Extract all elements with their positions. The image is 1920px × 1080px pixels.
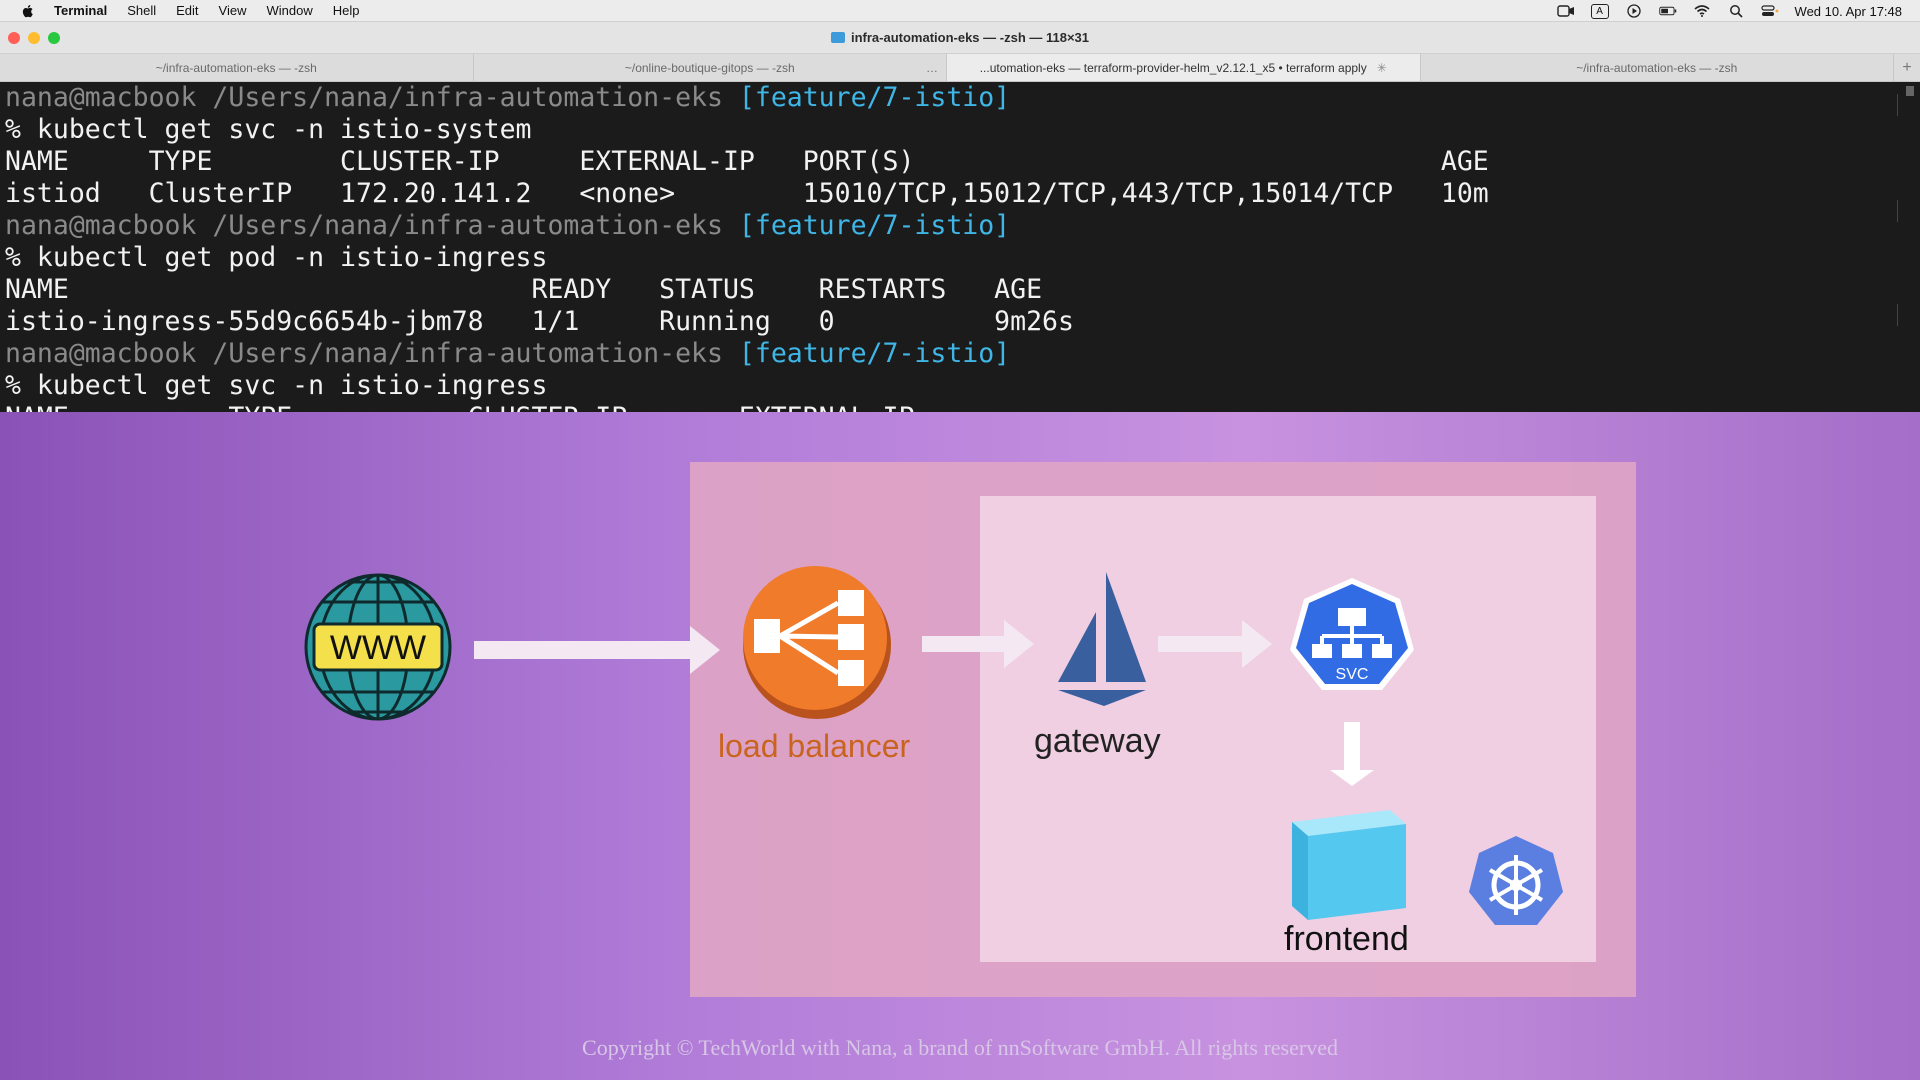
arrow-lb-to-gateway [922, 620, 1034, 668]
diagram-canvas: WWW [304, 566, 1563, 925]
service-icon [1290, 578, 1414, 690]
menu-shell[interactable]: Shell [127, 3, 157, 18]
terminal-output-line: NAME READY STATUS RESTARTS AGE [5, 274, 1043, 305]
gateway-sail-icon [1058, 572, 1146, 706]
window-titlebar: infra-automation-eks — -zsh — 118×31 [0, 22, 1920, 54]
menubar-status-area: A Wed 10. Apr 17:48 [1556, 0, 1902, 22]
minimize-window-button[interactable] [28, 32, 40, 44]
terminal-output-line: % kubectl get svc -n istio-system [5, 114, 532, 145]
tab-overflow-icon: … [926, 60, 938, 75]
zoom-window-button[interactable] [48, 32, 60, 44]
prompt-git-branch: [feature/7-istio] [738, 82, 1011, 113]
arrow-svc-to-frontend [1330, 722, 1374, 786]
input-source-indicator[interactable]: A [1590, 3, 1609, 19]
scroll-tick [1897, 200, 1898, 222]
terminal-prompt-line: nana@macbook /Users/nana/infra-automatio… [5, 82, 1489, 114]
tab-label: ~/infra-automation-eks — -zsh [1576, 60, 1738, 75]
terminal-output-line: istio-ingress-55d9c6654b-jbm78 1/1 Runni… [5, 306, 1074, 337]
search-icon[interactable] [1727, 4, 1745, 18]
scroll-tick [1897, 304, 1898, 326]
terminal-output-line: % kubectl get pod -n istio-ingress [5, 242, 548, 273]
tab-infra-automation-eks-2[interactable]: ~/infra-automation-eks — -zsh [1421, 54, 1894, 81]
terminal-tab-bar: ~/infra-automation-eks — -zsh ~/online-b… [0, 54, 1920, 82]
svc-label: SVC [1336, 666, 1369, 683]
menu-edit[interactable]: Edit [176, 3, 199, 18]
frontend-cube-icon [1292, 810, 1406, 920]
copyright-notice: Copyright © TechWorld with Nana, a brand… [582, 1035, 1338, 1060]
scroll-marker [1906, 86, 1914, 96]
prompt-user-path: nana@macbook /Users/nana/infra-automatio… [5, 82, 739, 113]
terminal-prompt-line: nana@macbook /Users/nana/infra-automatio… [5, 338, 1489, 370]
kubernetes-icon [1469, 836, 1563, 925]
tab-infra-automation-eks-1[interactable]: ~/infra-automation-eks — -zsh [0, 54, 474, 81]
gateway-label: gateway [1034, 722, 1161, 760]
prompt-user-path: nana@macbook /Users/nana/infra-automatio… [5, 338, 739, 369]
arrow-gateway-to-svc [1158, 620, 1272, 668]
menu-view[interactable]: View [218, 3, 247, 18]
load-balancer-icon [743, 566, 891, 719]
window-controls [8, 32, 60, 44]
tab-label: ...utomation-eks — terraform-provider-he… [979, 60, 1367, 75]
menubar-clock[interactable]: Wed 10. Apr 17:48 [1794, 3, 1902, 19]
tab-label: ~/infra-automation-eks — -zsh [155, 60, 317, 75]
scroll-tick [1897, 94, 1898, 116]
activity-spinner-icon: ✳ [1376, 60, 1387, 75]
screen-record-icon[interactable] [1556, 4, 1575, 18]
diagram-slide: WWW [0, 412, 1920, 1080]
menu-help[interactable]: Help [332, 3, 360, 18]
close-window-button[interactable] [8, 32, 20, 44]
apple-menu-icon[interactable] [20, 3, 36, 19]
terminal-output-line: NAME TYPE CLUSTER-IP EXTERNAL-IP PORT(S)… [5, 146, 1489, 177]
tab-label: ~/online-boutique-gitops — -zsh [624, 60, 795, 75]
menu-app-terminal[interactable]: Terminal [54, 3, 108, 18]
terminal-output-line: istiod ClusterIP 172.20.141.2 <none> 150… [5, 178, 1489, 209]
control-center-icon[interactable] [1760, 4, 1779, 18]
arrow-www-to-lb [474, 626, 720, 674]
tab-online-boutique-gitops[interactable]: ~/online-boutique-gitops — -zsh … [474, 54, 947, 81]
frontend-label: frontend [1284, 920, 1409, 958]
prompt-user-path: nana@macbook /Users/nana/infra-automatio… [5, 210, 739, 241]
play-icon[interactable] [1625, 4, 1643, 18]
terminal-lines: nana@macbook /Users/nana/infra-automatio… [5, 82, 1489, 412]
new-tab-button[interactable]: + [1902, 58, 1912, 76]
terminal-output-line: % kubectl get svc -n istio-ingress [5, 370, 548, 401]
tab-terraform-apply[interactable]: ...utomation-eks — terraform-provider-he… [947, 54, 1421, 81]
terminal-prompt-line: nana@macbook /Users/nana/infra-automatio… [5, 210, 1489, 242]
window-title-text: infra-automation-eks — -zsh — 118×31 [850, 30, 1090, 45]
window-title: infra-automation-eks — -zsh — 118×31 [0, 30, 1920, 45]
load-balancer-label: load balancer [718, 728, 911, 764]
www-label: WWW [330, 629, 426, 667]
wifi-icon[interactable] [1693, 4, 1711, 18]
prompt-git-branch: [feature/7-istio] [738, 210, 1011, 241]
folder-icon [830, 32, 845, 43]
battery-icon[interactable] [1658, 4, 1677, 18]
macos-menubar: Terminal Shell Edit View Window Help A W… [0, 0, 1920, 22]
prompt-git-branch: [feature/7-istio] [738, 338, 1011, 369]
terminal-output-line: NAME TYPE CLUSTER-IP EXTERNAL-IP [5, 402, 1489, 412]
menu-window[interactable]: Window [266, 3, 313, 18]
terminal-output[interactable]: nana@macbook /Users/nana/infra-automatio… [0, 82, 1920, 412]
